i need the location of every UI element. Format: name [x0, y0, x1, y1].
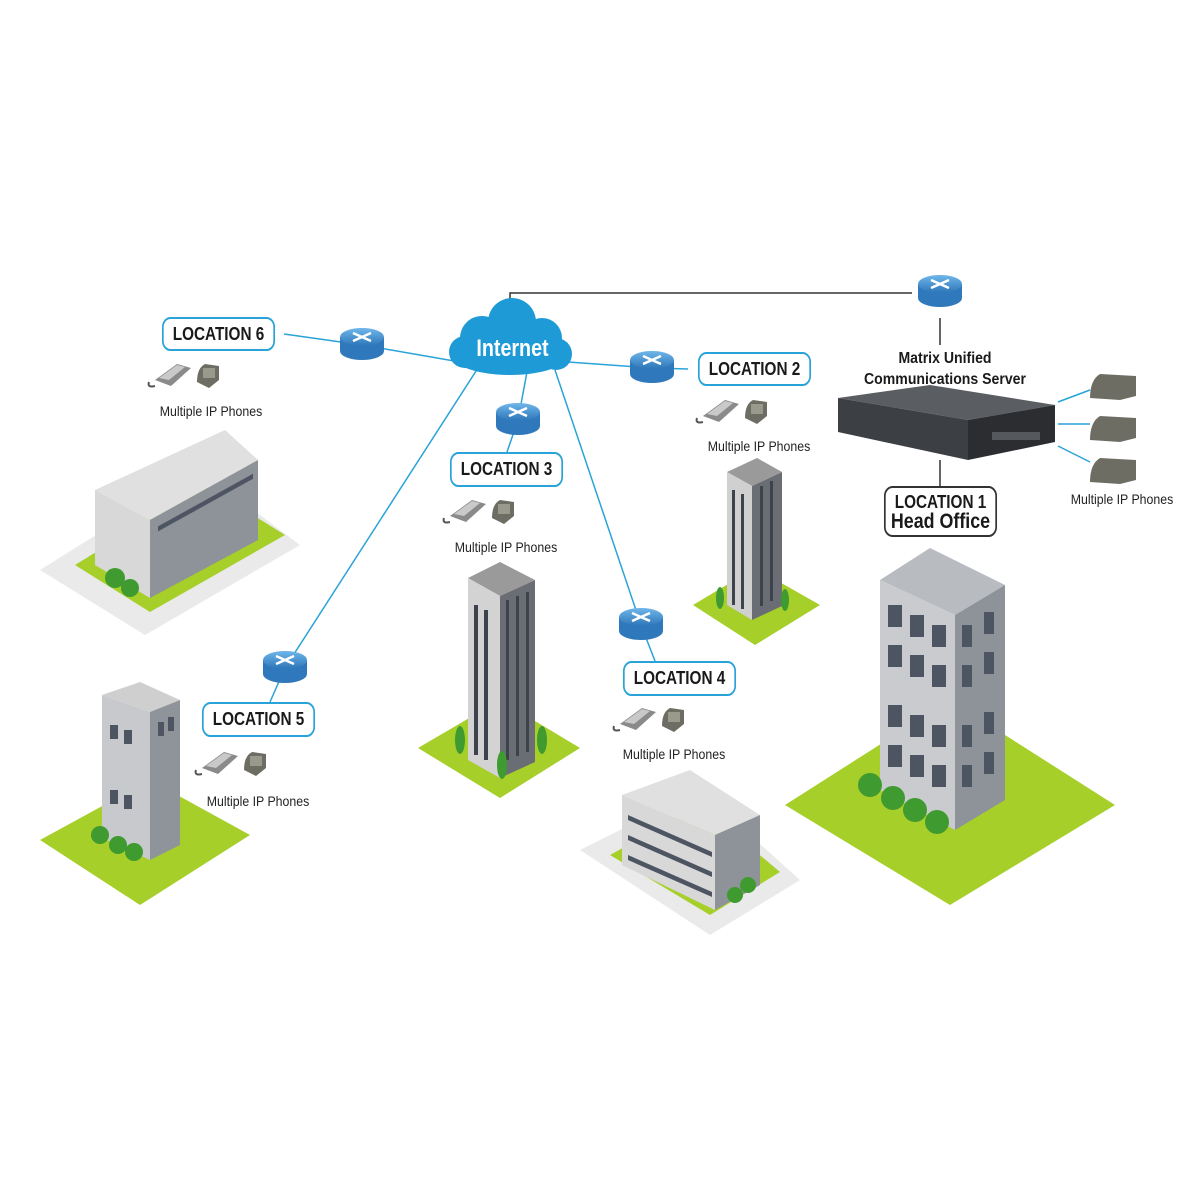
- location2-phones-label: Multiple IP Phones: [707, 438, 811, 454]
- internet-cloud-icon: [449, 298, 572, 375]
- location1-phones-label: Multiple IP Phones: [1070, 491, 1174, 507]
- ip-phones-icon-location4: [612, 707, 685, 733]
- server-label-line1: Matrix Unified: [898, 350, 992, 367]
- location1-title: LOCATION 1: [894, 491, 987, 512]
- wan-link: [509, 292, 912, 312]
- location3-phones-label: Multiple IP Phones: [454, 539, 558, 555]
- building-location3: [418, 562, 580, 798]
- ip-phones-icon-location1: [1090, 374, 1136, 484]
- location3-label: LOCATION 3: [449, 452, 564, 487]
- building-location5: [40, 682, 250, 905]
- router-icon-location6: [338, 326, 386, 362]
- link-server-phones: [1057, 389, 1091, 463]
- location5-label: LOCATION 5: [201, 702, 316, 737]
- building-location2: [693, 458, 820, 645]
- ip-phones-icon-location2: [695, 399, 768, 425]
- ip-phones-icon-location5: [194, 751, 267, 777]
- router-icon-location1: [916, 273, 964, 309]
- router-icon-location4: [617, 606, 665, 642]
- building-location1: [785, 548, 1115, 905]
- location1-subtitle: Head Office: [890, 509, 991, 533]
- location4-label: LOCATION 4: [622, 661, 737, 696]
- building-location6: [40, 430, 300, 635]
- link-location5: [269, 367, 479, 703]
- router-icon-location5: [261, 649, 309, 685]
- router-icon-location2: [628, 349, 676, 385]
- location2-label: LOCATION 2: [697, 352, 812, 386]
- location6-phones-label: Multiple IP Phones: [159, 403, 263, 419]
- ip-phones-icon-location3: [442, 499, 515, 525]
- location5-phones-label: Multiple IP Phones: [206, 793, 310, 809]
- location6-label: LOCATION 6: [161, 317, 276, 351]
- location4-phones-label: Multiple IP Phones: [622, 746, 726, 762]
- building-location4: [580, 770, 800, 935]
- communications-server-icon: [838, 385, 1055, 460]
- internet-label: Internet: [476, 335, 549, 362]
- router-icon-location3: [494, 401, 542, 437]
- server-label-line2: Communications Server: [864, 371, 1026, 388]
- server-label: Matrix Unified Communications Server: [861, 348, 1028, 390]
- location1-label: LOCATION 1 Head Office: [883, 486, 998, 537]
- ip-phones-icon-location6: [147, 363, 220, 389]
